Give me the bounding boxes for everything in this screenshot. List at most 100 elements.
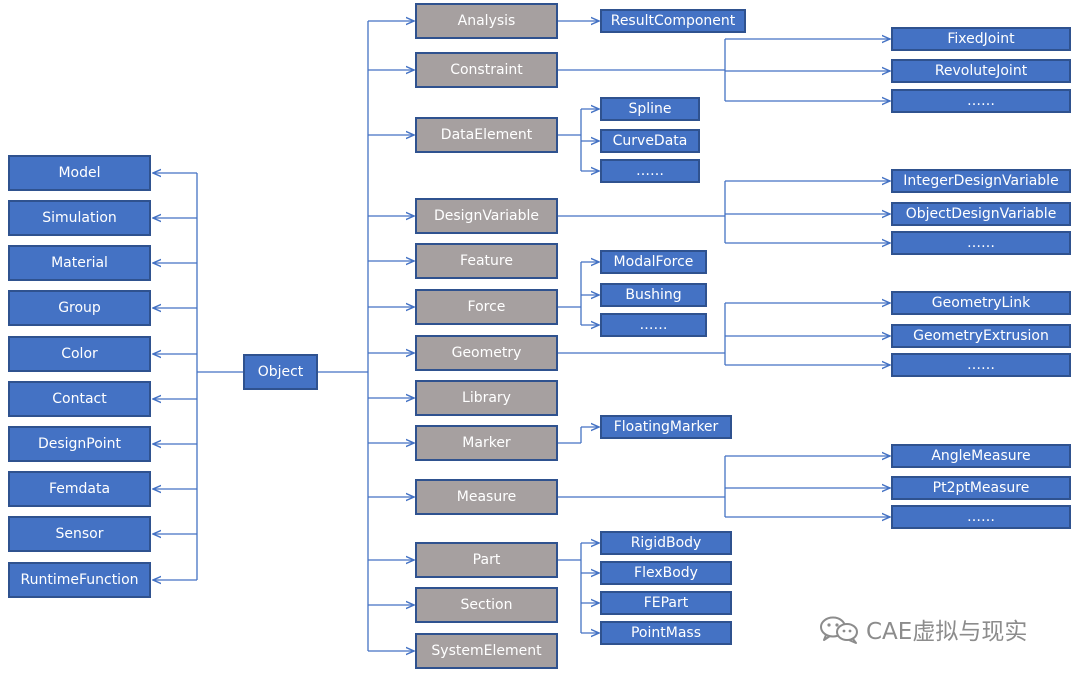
sub-node-point-mass: PointMass <box>600 621 732 645</box>
parent-node-contact: Contact <box>8 381 151 417</box>
parent-node-simulation-label: Simulation <box>42 210 117 226</box>
sub-node-more-force: …… <box>600 313 707 337</box>
sub-node-geometry-link-label: GeometryLink <box>931 295 1031 311</box>
sub-node-object-design-variable-label: ObjectDesignVariable <box>905 206 1057 222</box>
sub-node-point-mass-label: PointMass <box>630 625 701 641</box>
child-node-marker: Marker <box>415 425 558 461</box>
sub-node-fixed-joint: FixedJoint <box>891 27 1071 51</box>
sub-node-geometry-extrusion: GeometryExtrusion <box>891 324 1071 348</box>
child-node-library: Library <box>415 380 558 416</box>
sub-node-floating-marker: FloatingMarker <box>600 415 732 439</box>
sub-node-modal-force-label: ModalForce <box>613 254 694 270</box>
sub-node-integer-design-variable: IntegerDesignVariable <box>891 169 1071 193</box>
sub-node-angle-measure: AngleMeasure <box>891 444 1071 468</box>
parent-node-contact-label: Contact <box>52 391 107 407</box>
sub-node-integer-design-variable-label: IntegerDesignVariable <box>903 173 1059 189</box>
child-node-data-element: DataElement <box>415 117 558 153</box>
child-node-feature-label: Feature <box>460 253 513 269</box>
child-node-design-variable: DesignVariable <box>415 198 558 234</box>
sub-node-revolute-joint-label: RevoluteJoint <box>934 63 1028 79</box>
connector-lines <box>153 21 890 651</box>
parent-node-color: Color <box>8 336 151 372</box>
sub-node-more-measure: …… <box>891 505 1071 529</box>
child-node-measure-label: Measure <box>456 489 517 505</box>
child-node-force: Force <box>415 289 558 325</box>
sub-node-curve-data-label: CurveData <box>612 133 688 149</box>
sub-node-spline: Spline <box>600 97 700 121</box>
parent-node-simulation: Simulation <box>8 200 151 236</box>
sub-node-fepart-label: FEPart <box>643 595 689 611</box>
sub-node-flex-body: FlexBody <box>600 561 732 585</box>
child-node-section-label: Section <box>460 597 513 613</box>
child-node-analysis-label: Analysis <box>457 13 516 29</box>
child-node-marker-label: Marker <box>462 435 511 451</box>
sub-node-more-constraint: …… <box>891 89 1071 113</box>
sub-node-more-design-variable: …… <box>891 231 1071 255</box>
parent-node-group-label: Group <box>58 300 101 316</box>
parent-node-design-point-label: DesignPoint <box>37 436 122 452</box>
sub-node-bushing: Bushing <box>600 283 707 307</box>
sub-node-more-force-label: …… <box>639 317 668 333</box>
sub-node-spline-label: Spline <box>628 101 672 117</box>
parent-node-runtime-function: RuntimeFunction <box>8 562 151 598</box>
child-node-part-label: Part <box>472 552 501 568</box>
child-node-geometry-label: Geometry <box>451 345 522 361</box>
sub-node-more-geometry-label: …… <box>967 357 995 373</box>
sub-node-geometry-link: GeometryLink <box>891 291 1071 315</box>
sub-node-result-component-label: ResultComponent <box>610 13 736 29</box>
parent-node-model-label: Model <box>58 165 101 181</box>
sub-node-result-component: ResultComponent <box>600 9 746 33</box>
sub-node-flex-body-label: FlexBody <box>634 565 698 581</box>
root-node-object-label: Object <box>257 364 304 380</box>
parent-node-material: Material <box>8 245 151 281</box>
parent-node-model: Model <box>8 155 151 191</box>
child-node-constraint: Constraint <box>415 52 558 88</box>
child-node-feature: Feature <box>415 243 558 279</box>
sub-node-more-data-element: …… <box>600 159 700 183</box>
sub-node-modal-force: ModalForce <box>600 250 707 274</box>
child-node-part: Part <box>415 542 558 578</box>
sub-node-curve-data: CurveData <box>600 129 700 153</box>
child-node-measure: Measure <box>415 479 558 515</box>
child-node-data-element-label: DataElement <box>440 127 533 143</box>
parent-node-runtime-function-label: RuntimeFunction <box>20 572 139 588</box>
sub-node-fixed-joint-label: FixedJoint <box>947 31 1015 47</box>
child-node-section: Section <box>415 587 558 623</box>
sub-node-more-design-variable-label: …… <box>967 235 995 251</box>
parent-node-femdata: Femdata <box>8 471 151 507</box>
sub-node-bushing-label: Bushing <box>625 287 682 303</box>
sub-node-fepart: FEPart <box>600 591 732 615</box>
child-node-geometry: Geometry <box>415 335 558 371</box>
sub-node-more-geometry: …… <box>891 353 1071 377</box>
child-node-library-label: Library <box>462 390 511 406</box>
sub-node-revolute-joint: RevoluteJoint <box>891 59 1071 83</box>
child-node-design-variable-label: DesignVariable <box>433 208 540 224</box>
child-node-analysis: Analysis <box>415 3 558 39</box>
child-node-system-element-label: SystemElement <box>431 643 542 659</box>
sub-node-pt2pt-measure: Pt2ptMeasure <box>891 476 1071 500</box>
parent-node-color-label: Color <box>61 346 98 362</box>
parent-node-design-point: DesignPoint <box>8 426 151 462</box>
parent-node-material-label: Material <box>51 255 108 271</box>
sub-node-floating-marker-label: FloatingMarker <box>613 419 719 435</box>
sub-node-object-design-variable: ObjectDesignVariable <box>891 202 1071 226</box>
parent-node-femdata-label: Femdata <box>48 481 111 497</box>
sub-node-geometry-extrusion-label: GeometryExtrusion <box>913 328 1049 344</box>
sub-node-pt2pt-measure-label: Pt2ptMeasure <box>932 480 1030 496</box>
parent-node-sensor-label: Sensor <box>55 526 104 542</box>
parent-node-sensor: Sensor <box>8 516 151 552</box>
child-node-force-label: Force <box>467 299 506 315</box>
sub-node-more-measure-label: …… <box>967 509 995 525</box>
sub-node-more-constraint-label: …… <box>967 93 995 109</box>
child-node-system-element: SystemElement <box>415 633 558 669</box>
wechat-icon <box>820 616 858 644</box>
watermark-text: CAE虚拟与现实 <box>866 619 1028 645</box>
watermark: CAE虚拟与现实 <box>818 612 1027 646</box>
parent-node-group: Group <box>8 290 151 326</box>
sub-node-more-data-element-label: …… <box>636 163 664 179</box>
sub-node-rigid-body: RigidBody <box>600 531 732 555</box>
root-node-object: Object <box>243 354 318 390</box>
child-node-constraint-label: Constraint <box>450 62 523 78</box>
sub-node-rigid-body-label: RigidBody <box>630 535 702 551</box>
